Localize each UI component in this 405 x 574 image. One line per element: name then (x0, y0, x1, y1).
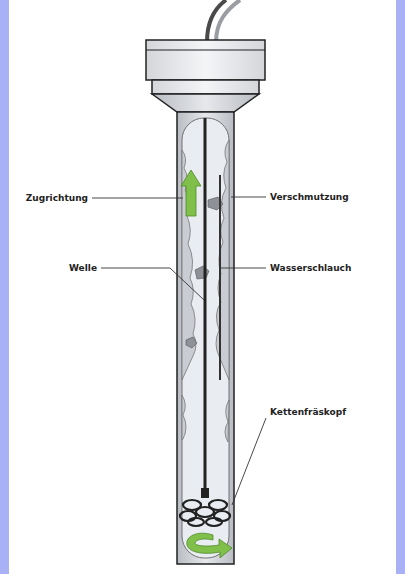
cutter-head-label: Kettenfräskopf (270, 407, 346, 418)
hose-label: Wasserschlauch (270, 263, 351, 274)
direction-label: Zugrichtung (26, 193, 88, 204)
shaft-label: Welle (69, 263, 97, 274)
dirt-label: Verschmutzung (270, 192, 349, 203)
